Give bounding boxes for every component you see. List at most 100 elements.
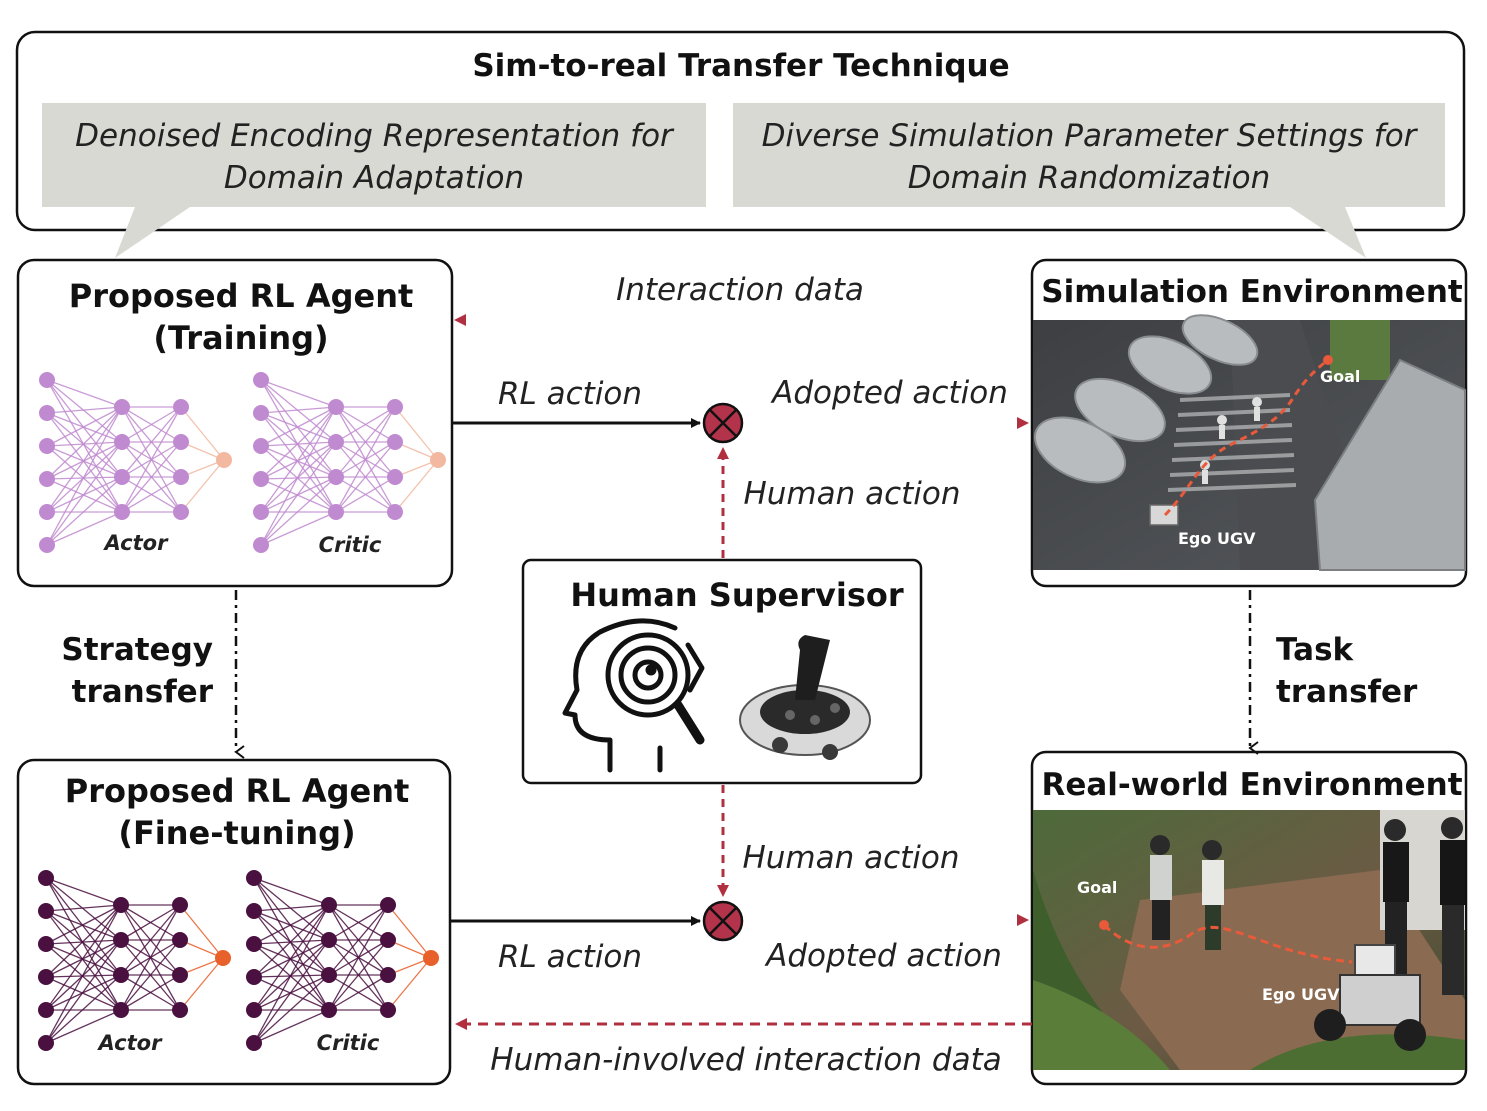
agent-training-title-1: Proposed RL Agent [69, 277, 414, 315]
human-action-bottom-label: Human action [742, 840, 959, 876]
network-node [387, 469, 403, 485]
network-node [253, 405, 269, 421]
network-node [321, 897, 337, 913]
network-node [321, 1002, 337, 1018]
realworld-scene-image: Goal Ego UGV [1033, 810, 1465, 1070]
interaction-data-edge: Interaction data [454, 272, 1032, 326]
network-node [39, 537, 55, 553]
network-node [253, 537, 269, 553]
network-node [38, 936, 54, 952]
finetune-critic-network [246, 870, 439, 1051]
output-node [216, 452, 232, 468]
realworld-goal-label: Goal [1077, 878, 1117, 897]
agent-finetuning-title-1: Proposed RL Agent [65, 772, 410, 810]
network-node [38, 870, 54, 886]
adopted-action-bottom-edge: Adopted action [745, 914, 1029, 974]
simulation-ego-label: Ego UGV [1178, 529, 1256, 548]
training-critic-label: Critic [319, 533, 382, 557]
human-action-top-edge: Human action [717, 447, 961, 558]
network-node [246, 1002, 262, 1018]
domain-adaptation-line-2: Domain Adaptation [224, 160, 524, 196]
thinking-head-icon [562, 618, 705, 773]
network-node [39, 372, 55, 388]
network-node [113, 932, 129, 948]
network-node [246, 903, 262, 919]
network-node [387, 434, 403, 450]
network-node [38, 1002, 54, 1018]
simulation-environment-title: Simulation Environment [1041, 274, 1463, 310]
finetune-critic-label: Critic [317, 1031, 380, 1055]
agent-finetuning-title-2: (Fine-tuning) [118, 814, 355, 852]
network-node [172, 932, 188, 948]
human-involved-data-label: Human-involved interaction data [490, 1042, 1001, 1078]
network-node [321, 932, 337, 948]
network-node [113, 897, 129, 913]
human-supervisor-box: Human Supervisor [521, 558, 923, 785]
interaction-data-label: Interaction data [616, 272, 864, 308]
network-node [173, 434, 189, 450]
domain-randomization-line-1: Diverse Simulation Parameter Settings fo… [762, 118, 1419, 154]
network-node [253, 438, 269, 454]
network-node [328, 434, 344, 450]
training-actor-network [39, 372, 232, 553]
network-node [172, 967, 188, 983]
network-node [39, 405, 55, 421]
adopted-action-bottom-label: Adopted action [764, 938, 1002, 974]
human-involved-data-edge: Human-involved interaction data [455, 1018, 1032, 1078]
network-node [380, 1002, 396, 1018]
simulation-goal-label: Goal [1320, 367, 1360, 386]
network-node [321, 967, 337, 983]
output-node [430, 452, 446, 468]
network-node [380, 932, 396, 948]
rl-action-bottom-edge: RL action [451, 916, 701, 975]
network-node [380, 967, 396, 983]
network-node [387, 504, 403, 520]
network-node [253, 504, 269, 520]
training-networks [39, 372, 446, 553]
network-node [328, 399, 344, 415]
finetune-actor-network [38, 870, 231, 1051]
network-node [172, 1002, 188, 1018]
action-combiner-bottom [702, 900, 744, 942]
finetuning-networks [38, 870, 439, 1051]
network-node [253, 471, 269, 487]
network-node [113, 1002, 129, 1018]
network-node [173, 504, 189, 520]
rl-action-top-label: RL action [498, 376, 642, 412]
sim-to-real-panel: Sim-to-real Transfer Technique Denoised … [15, 30, 1466, 258]
network-node [114, 399, 130, 415]
strategy-transfer-label-2: transfer [72, 674, 214, 710]
strategy-transfer-label-1: Strategy [61, 632, 213, 668]
network-node [114, 434, 130, 450]
network-node [387, 399, 403, 415]
output-node [215, 950, 231, 966]
adopted-action-top-label: Adopted action [770, 375, 1008, 411]
task-transfer-edge: Task transfer [1248, 590, 1418, 755]
strategy-transfer-edge: Strategy transfer [61, 590, 245, 759]
domain-adaptation-line-1: Denoised Encoding Representation for [75, 118, 675, 154]
network-node [39, 504, 55, 520]
task-transfer-label-1: Task [1276, 632, 1355, 668]
joystick-icon [739, 635, 871, 760]
network-node [173, 399, 189, 415]
rl-agent-finetuning-box: Proposed RL Agent (Fine-tuning) Actor Cr… [16, 758, 452, 1086]
action-combiner-top [702, 402, 744, 444]
network-node [246, 936, 262, 952]
network-node [246, 969, 262, 985]
rl-action-bottom-label: RL action [498, 939, 642, 975]
network-node [246, 870, 262, 886]
network-node [172, 897, 188, 913]
task-transfer-label-2: transfer [1276, 674, 1418, 710]
network-node [246, 1035, 262, 1051]
network-node [113, 967, 129, 983]
realworld-environment-box: Real-world Environment Goal [1030, 750, 1468, 1086]
network-node [114, 469, 130, 485]
panel-title: Sim-to-real Transfer Technique [472, 48, 1009, 84]
network-node [38, 969, 54, 985]
rl-action-top-edge: RL action [453, 376, 701, 428]
network-node [39, 471, 55, 487]
output-node [423, 950, 439, 966]
domain-randomization-line-2: Domain Randomization [908, 160, 1270, 196]
simulation-scene-image: Goal Ego UGV [1033, 314, 1466, 571]
